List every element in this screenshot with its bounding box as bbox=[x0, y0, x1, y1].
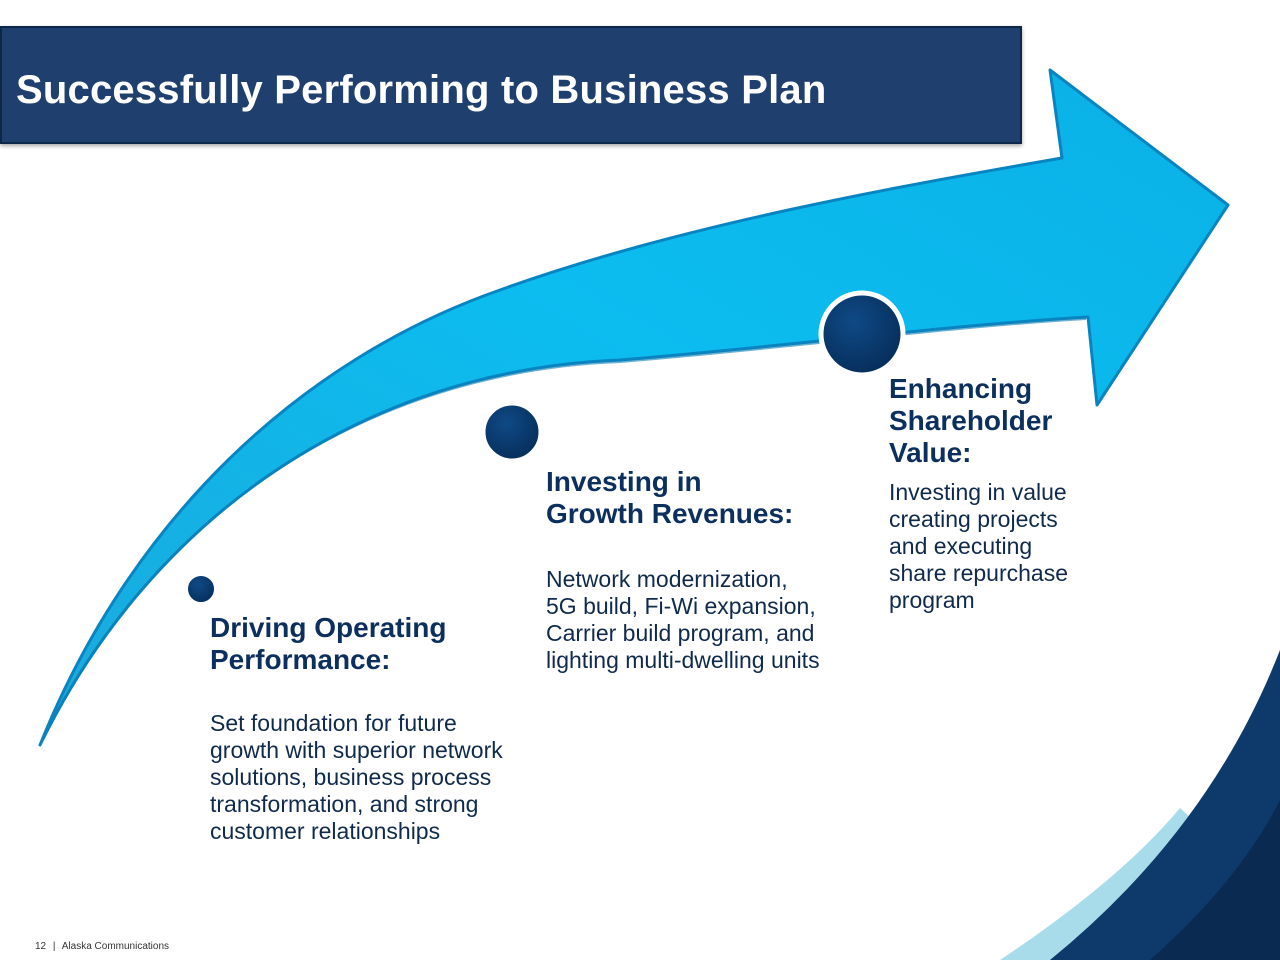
milestone-1-description: Set foundation for future growth with su… bbox=[210, 710, 503, 844]
corner-swoosh-decoration bbox=[1000, 650, 1280, 960]
milestone-marker-3 bbox=[818, 290, 906, 378]
page-number: 12 bbox=[35, 941, 47, 952]
milestone-3-heading: Enhancing Shareholder Value: bbox=[889, 373, 1053, 468]
slide-footer: 12 | Alaska Communications bbox=[35, 941, 169, 952]
curved-arrow bbox=[38, 68, 1230, 747]
milestone-marker-2 bbox=[480, 400, 544, 464]
milestone-2-heading: Investing in Growth Revenues: bbox=[546, 466, 794, 529]
company-name: Alaska Communications bbox=[61, 941, 170, 952]
page-title: Successfully Performing to Business Plan bbox=[16, 68, 827, 112]
milestone-1-heading: Driving Operating Performance: bbox=[210, 612, 447, 675]
footer-separator: | bbox=[52, 941, 56, 952]
milestone-3-description: Investing in value creating projects and… bbox=[889, 479, 1068, 613]
title-banner: Successfully Performing to Business Plan bbox=[0, 26, 1022, 144]
milestone-2-description: Network modernization, 5G build, Fi-Wi e… bbox=[546, 566, 820, 673]
milestone-marker-1 bbox=[184, 572, 218, 606]
